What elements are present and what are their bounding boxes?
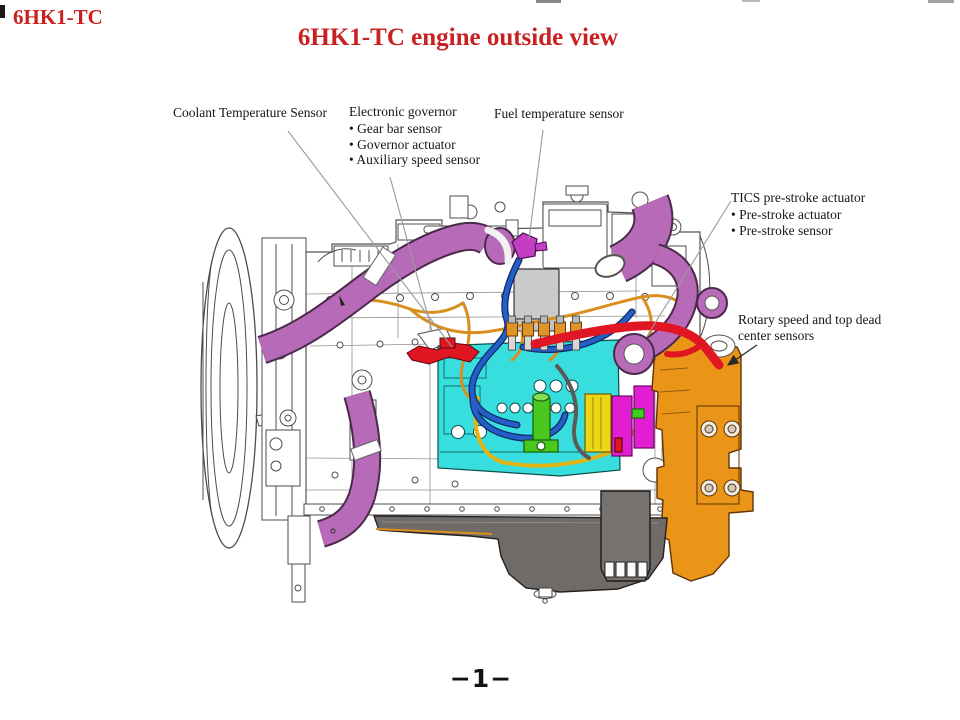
governor-leader-line — [389, 176, 433, 332]
fuel-temp-leader-line — [528, 129, 544, 240]
label-governor-item: • Gear bar sensor — [349, 120, 442, 136]
fuel-filter-green — [523, 392, 559, 453]
tics-leader-line — [646, 200, 732, 337]
lower-intake-hose — [316, 390, 382, 548]
label-rotary-speed-sensors: Rotary speed and top dead center sensors — [738, 312, 882, 343]
label-fuel-temperature-sensor: Fuel temperature sensor — [494, 106, 624, 121]
flywheel-housing-orange — [651, 333, 754, 582]
turbo-elbow — [594, 194, 728, 375]
controller-box — [600, 490, 651, 582]
scan-artifacts — [0, 0, 954, 18]
page-number: −1− — [449, 664, 513, 693]
cooling-fan — [200, 227, 258, 549]
housing-bolts — [700, 420, 741, 497]
label-governor-item: • Governor actuator — [349, 136, 456, 152]
page-title: 6HK1-TC engine outside view — [297, 24, 619, 51]
coolant-sensor-part-red — [406, 337, 480, 365]
rotary-sensor-harness-red — [530, 321, 724, 370]
upper-intake-hose — [257, 221, 516, 364]
intake-hoses-purple — [257, 194, 728, 548]
corner-code: 6HK1-TC — [13, 5, 103, 29]
coolant-leader-line — [287, 130, 453, 348]
label-tics-title: TICS pre-stroke actuator — [731, 190, 866, 205]
rotary-leader-arrow — [726, 344, 758, 366]
label-tics-pre-stroke-actuator: TICS pre-stroke actuator • Pre-stroke ac… — [731, 190, 865, 238]
drain-plug — [533, 587, 557, 604]
label-electronic-governor: Electronic governor • Gear bar sensor • … — [349, 104, 480, 168]
oil-pan — [373, 490, 668, 604]
label-electronic-governor-title: Electronic governor — [349, 104, 457, 119]
label-tics-item: • Pre-stroke actuator — [731, 206, 842, 222]
leader-lines — [287, 129, 758, 366]
label-coolant-temperature-sensor: Coolant Temperature Sensor — [173, 105, 328, 120]
injector-row — [506, 315, 582, 351]
fuel-temp-sensor-part — [511, 232, 548, 260]
pump-color-blocks — [523, 385, 655, 457]
label-governor-item: • Auxiliary speed sensor — [349, 152, 481, 168]
label-tics-item: • Pre-stroke sensor — [731, 222, 833, 238]
hose-gray — [555, 364, 591, 460]
